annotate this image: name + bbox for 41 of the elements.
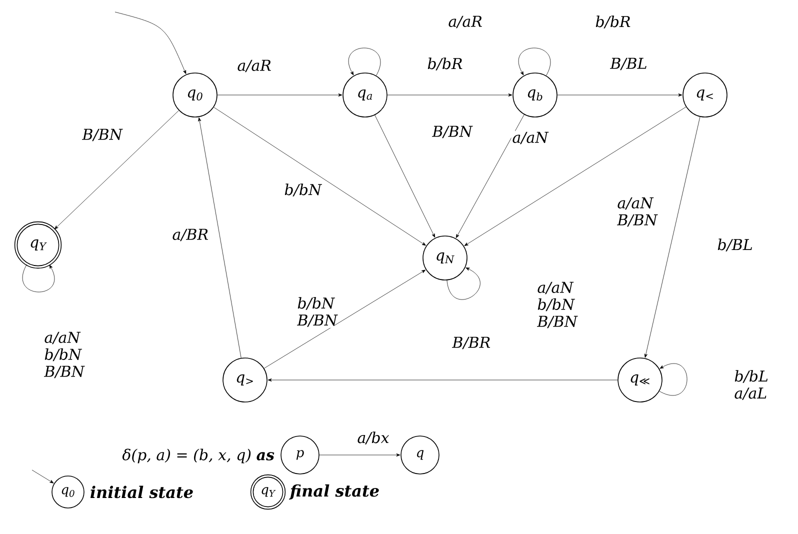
edge-label: b/bN B/BN bbox=[296, 296, 338, 328]
edge-label: b/bR bbox=[594, 14, 632, 30]
arrow bbox=[264, 270, 426, 369]
arrow bbox=[319, 453, 400, 457]
edge-label: a/aN bbox=[511, 130, 549, 146]
edge-label: b/bL a/aL bbox=[733, 369, 771, 401]
arrow bbox=[557, 93, 682, 97]
arrow bbox=[446, 268, 480, 300]
arrow bbox=[22, 264, 54, 292]
arrow bbox=[198, 117, 242, 358]
edge-label: B/BN bbox=[81, 128, 123, 142]
arrow bbox=[518, 48, 551, 76]
arrow bbox=[214, 107, 426, 246]
edge-label: B/BR bbox=[451, 336, 490, 350]
arrow bbox=[464, 106, 686, 246]
edge-label: a/aN B/BN bbox=[616, 196, 658, 228]
edge-label: B/BN bbox=[431, 124, 473, 140]
arrow bbox=[54, 110, 179, 230]
legend-text: final state bbox=[289, 484, 379, 500]
edge-label: B/BL bbox=[609, 56, 647, 72]
edge-label: a/aR bbox=[447, 14, 485, 30]
arrow bbox=[348, 48, 381, 76]
edge-label: a/aR bbox=[236, 58, 274, 74]
edge-label: b/bN bbox=[283, 182, 322, 198]
formula-text: δ(p, a) = (b, x, q) as bbox=[122, 448, 274, 464]
arrow bbox=[114, 12, 186, 74]
arrow bbox=[387, 93, 512, 97]
arrow bbox=[456, 114, 524, 238]
edge-label: a/aN b/bN B/BN bbox=[536, 280, 578, 330]
edge-label: a/BR bbox=[171, 228, 209, 242]
edge-label: a/bx bbox=[356, 430, 394, 446]
arrow bbox=[268, 378, 618, 382]
arrow bbox=[217, 93, 342, 97]
arrow bbox=[32, 470, 54, 484]
arrow bbox=[644, 116, 700, 358]
arrow bbox=[374, 114, 436, 238]
arrow bbox=[659, 364, 688, 396]
edge-label: a/aN b/bN B/BN bbox=[43, 330, 85, 380]
edge-label: b/BL bbox=[716, 238, 754, 252]
edge-label: b/bR bbox=[426, 56, 464, 72]
legend-text: initial state bbox=[90, 486, 193, 498]
